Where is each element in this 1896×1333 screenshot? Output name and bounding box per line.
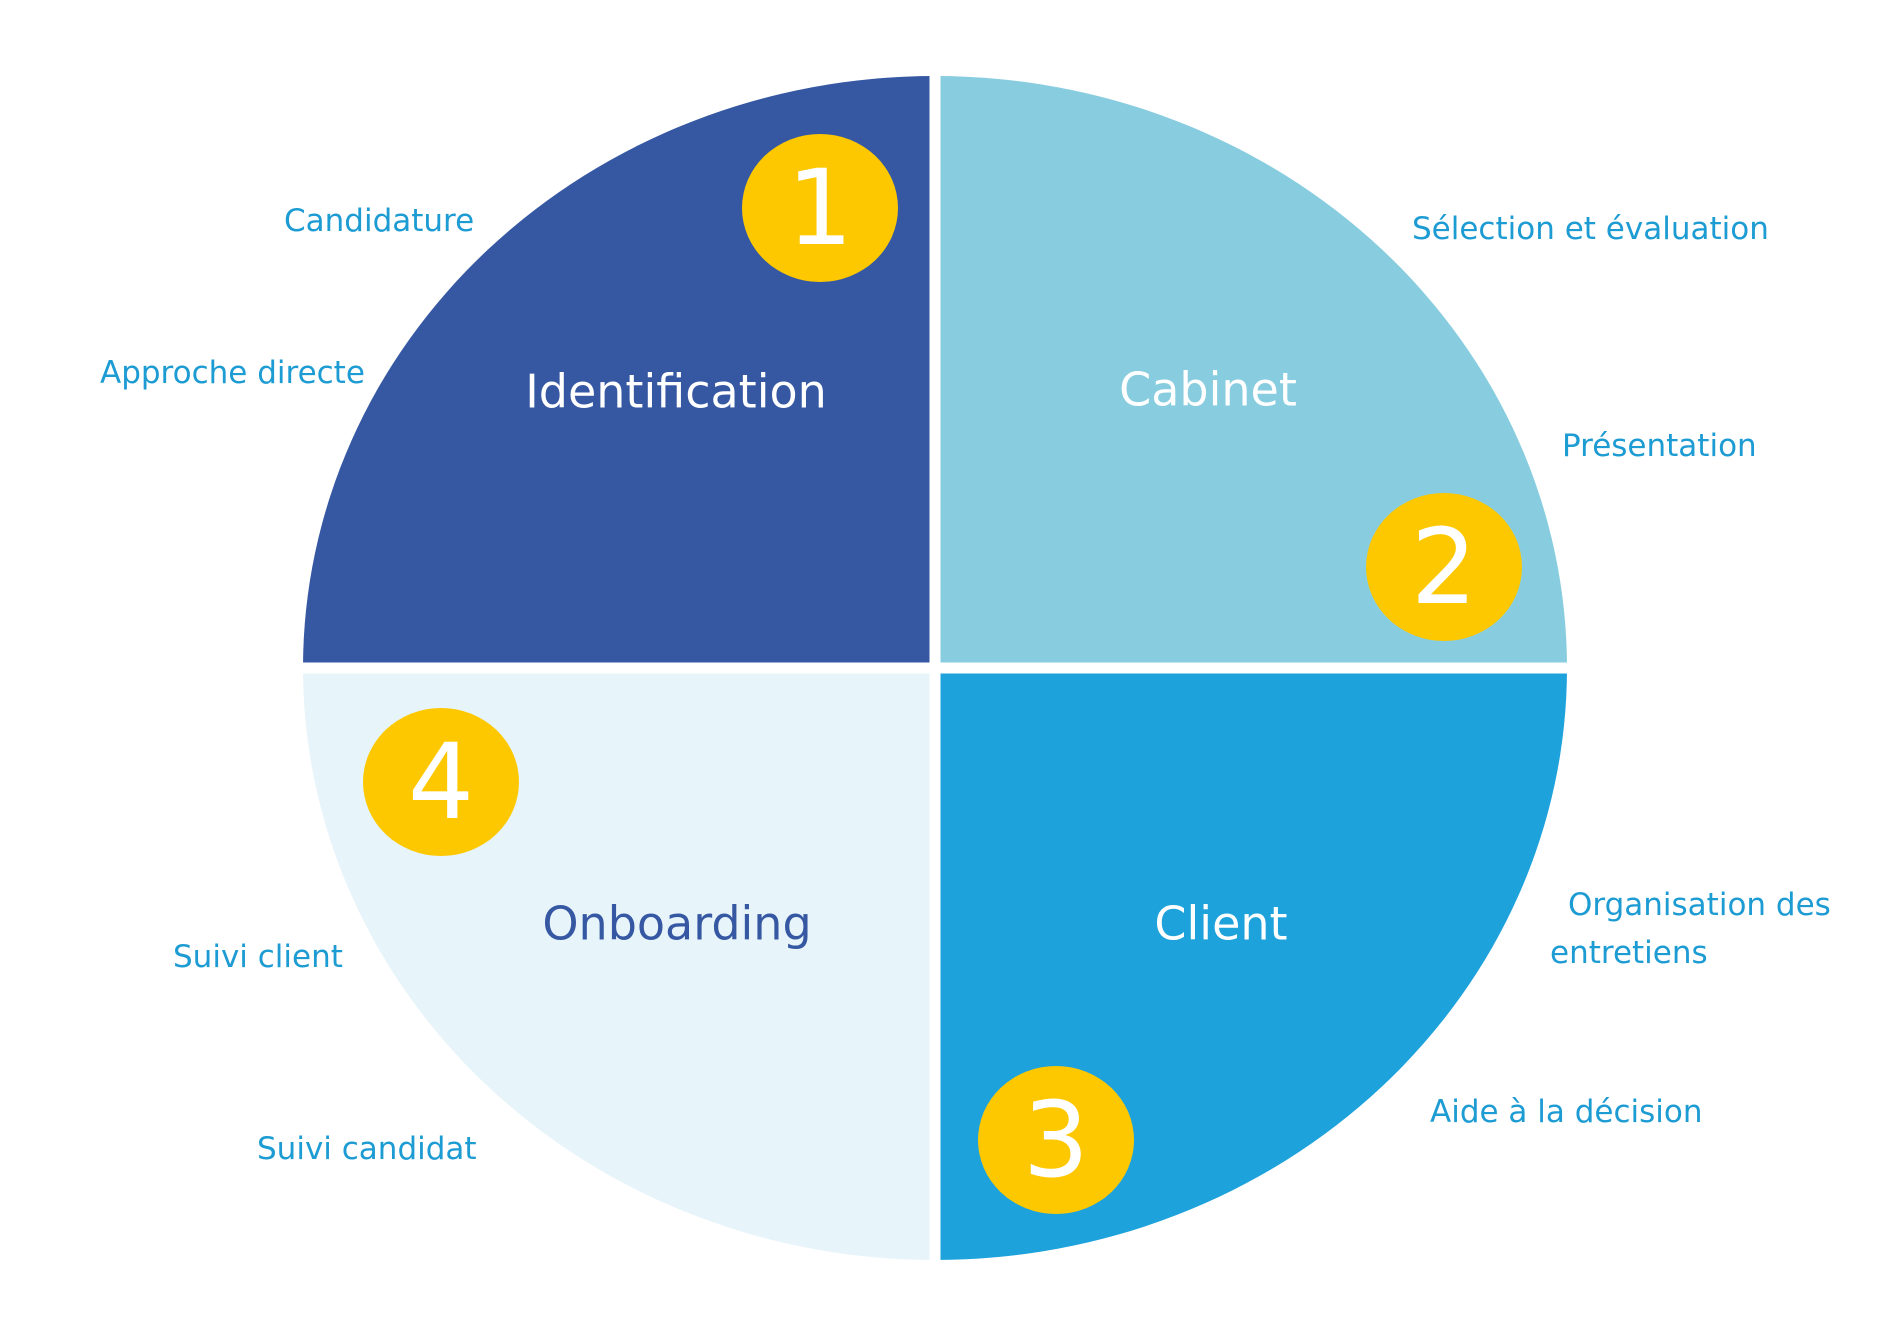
- step-number-4: 4: [408, 721, 474, 843]
- step-number-2: 2: [1411, 506, 1477, 628]
- step-badge-1: 1: [742, 134, 898, 282]
- side-label-candidature: Candidature: [284, 203, 474, 239]
- side-label-organisation-line1: Organisation des: [1568, 887, 1831, 923]
- quadrant-label-client: Client: [1154, 897, 1287, 951]
- step-badge-3: 3: [978, 1066, 1134, 1214]
- quadrant-label-onboarding: Onboarding: [542, 897, 811, 951]
- step-badge-2: 2: [1366, 493, 1522, 641]
- side-label-selection-evaluation: Sélection et évaluation: [1412, 211, 1769, 247]
- side-label-suivi-client: Suivi client: [173, 939, 343, 975]
- side-label-suivi-candidat: Suivi candidat: [257, 1131, 477, 1167]
- step-badge-4: 4: [363, 708, 519, 856]
- side-label-organisation-line2: entretiens: [1550, 935, 1708, 971]
- side-label-presentation: Présentation: [1562, 428, 1757, 464]
- side-label-aide-decision: Aide à la décision: [1430, 1094, 1703, 1130]
- step-number-1: 1: [787, 147, 853, 269]
- step-number-3: 3: [1023, 1079, 1089, 1201]
- side-label-approche-directe: Approche directe: [100, 355, 365, 391]
- quadrant-label-cabinet: Cabinet: [1119, 363, 1297, 417]
- quadrant-label-identification: Identification: [525, 365, 827, 419]
